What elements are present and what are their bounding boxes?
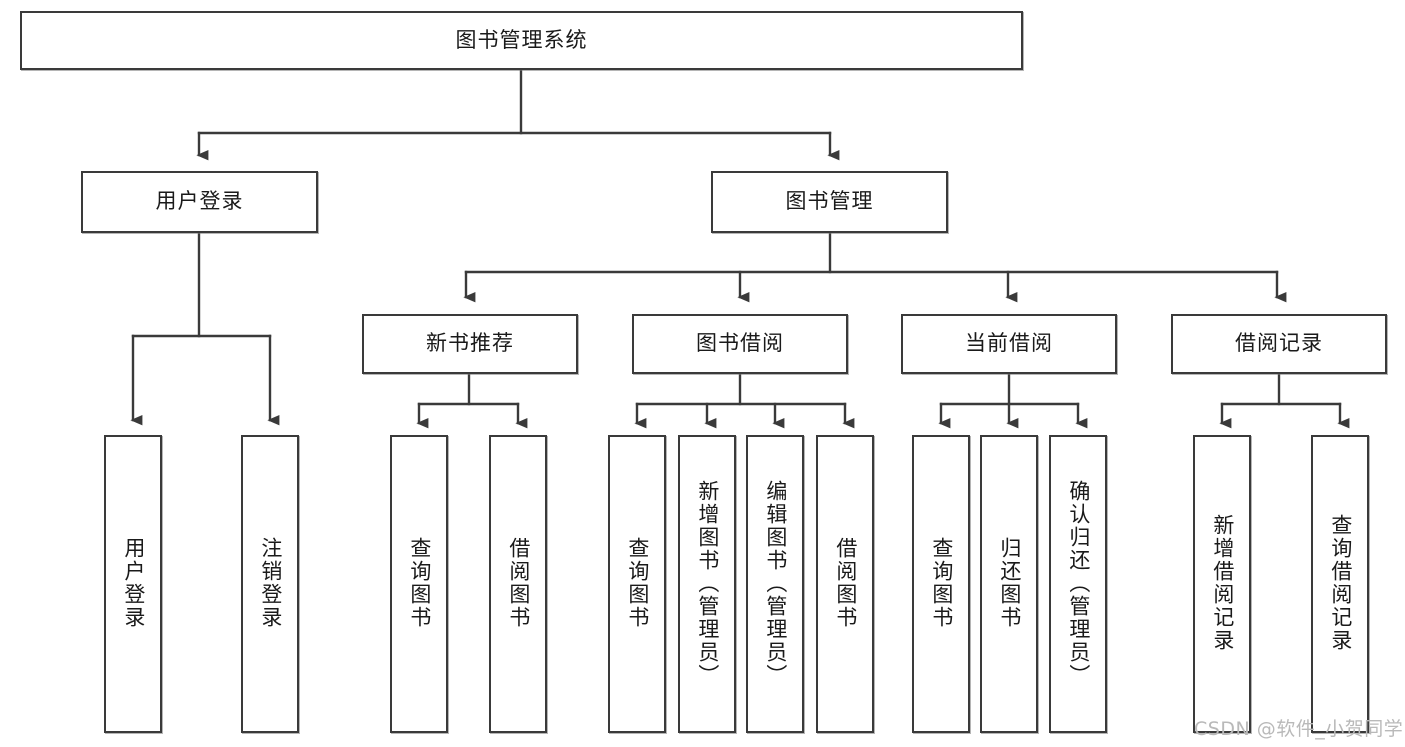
node-user-login: 用户登录 <box>81 171 318 233</box>
node-label: 图书借阅 <box>696 331 784 356</box>
node-label: 新书推荐 <box>426 331 514 356</box>
node-new-book-recommend: 新书推荐 <box>362 314 578 374</box>
node-book-borrow: 图书借阅 <box>632 314 848 374</box>
node-root: 图书管理系统 <box>20 11 1023 70</box>
watermark-text: CSDN @软件_小贺同学 <box>1194 718 1404 740</box>
node-borrow-record: 借阅记录 <box>1171 314 1387 374</box>
leaf-borrow-add-book-admin: 新增图书（管理员） <box>678 435 736 733</box>
node-label: 注销登录 <box>258 537 283 629</box>
node-label: 当前借阅 <box>965 331 1053 356</box>
leaf-borrow-query-book: 查询图书 <box>608 435 666 733</box>
leaf-record-add-record: 新增借阅记录 <box>1193 435 1251 733</box>
leaf-record-query-record: 查询借阅记录 <box>1311 435 1369 733</box>
node-label: 新增借阅记录 <box>1210 514 1235 652</box>
node-label: 查询借阅记录 <box>1328 514 1353 652</box>
leaf-recommend-query-book: 查询图书 <box>390 435 448 733</box>
leaf-user-login-signin: 用户登录 <box>104 435 162 733</box>
node-label: 查询图书 <box>407 537 432 629</box>
node-label: 新增图书（管理员） <box>695 479 720 687</box>
leaf-borrow-edit-book-admin: 编辑图书（管理员） <box>746 435 804 733</box>
node-label: 编辑图书（管理员） <box>763 479 788 687</box>
leaf-current-query-book: 查询图书 <box>912 435 970 733</box>
leaf-user-login-signout: 注销登录 <box>241 435 299 733</box>
leaf-current-confirm-return-admin: 确认归还（管理员） <box>1049 435 1107 733</box>
node-label: 用户登录 <box>121 537 146 629</box>
node-label: 借阅图书 <box>833 537 858 629</box>
leaf-borrow-borrow-book: 借阅图书 <box>816 435 874 733</box>
leaf-recommend-borrow-book: 借阅图书 <box>489 435 547 733</box>
node-label: 图书管理系统 <box>455 27 588 52</box>
leaf-current-return-book: 归还图书 <box>980 435 1038 733</box>
node-label: 确认归还（管理员） <box>1066 479 1091 687</box>
node-label: 借阅记录 <box>1235 331 1323 356</box>
node-label: 借阅图书 <box>506 537 531 629</box>
node-label: 图书管理 <box>785 189 874 214</box>
node-current-borrow: 当前借阅 <box>901 314 1117 374</box>
node-label: 归还图书 <box>997 537 1022 629</box>
node-label: 查询图书 <box>625 537 650 629</box>
node-label: 查询图书 <box>929 537 954 629</box>
node-book-management: 图书管理 <box>711 171 948 233</box>
node-label: 用户登录 <box>155 189 244 214</box>
